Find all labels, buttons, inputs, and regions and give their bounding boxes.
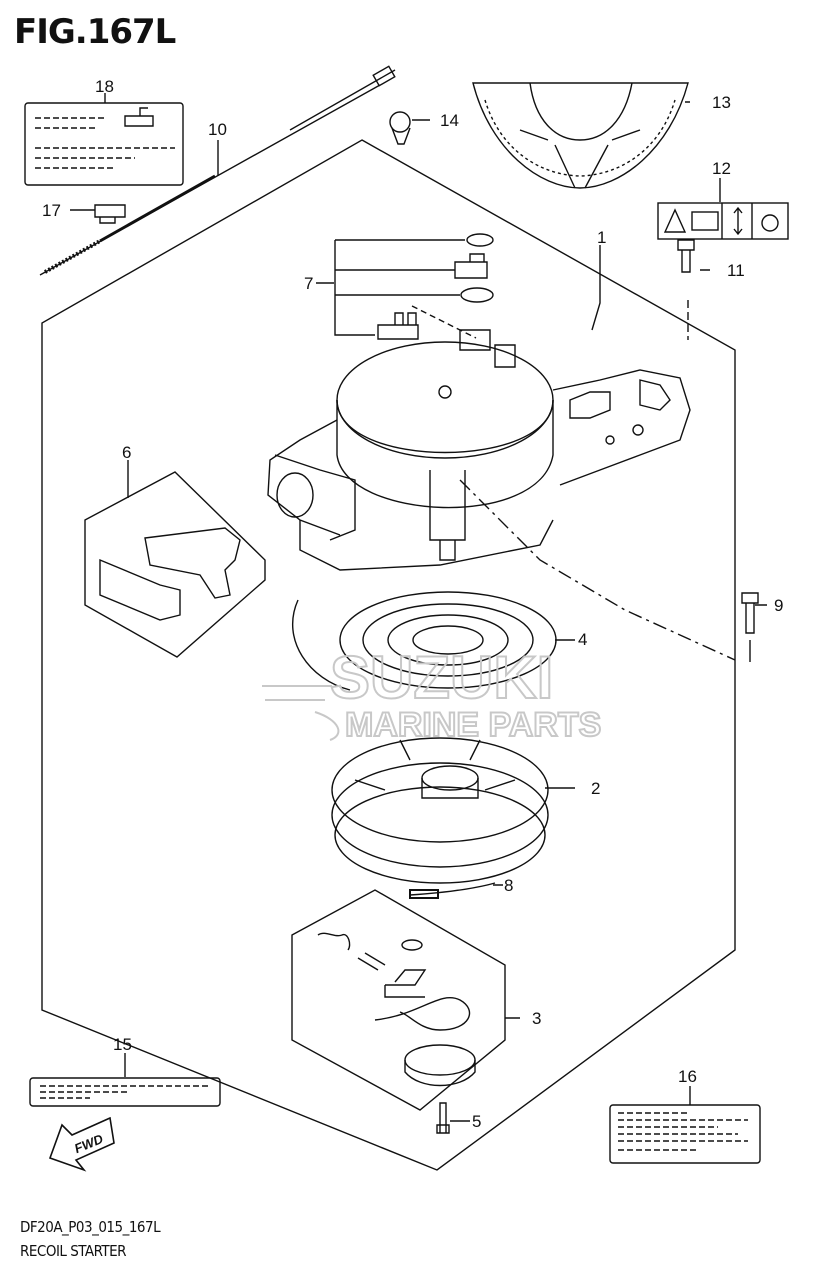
callout-15: 15: [113, 1035, 132, 1054]
recoil-cable: [39, 65, 396, 276]
handle-set-boundary: [84, 471, 266, 658]
callout-10: 10: [208, 120, 227, 139]
rubber-cover: [472, 82, 689, 189]
starter-rope: [409, 882, 496, 896]
bolt-11: [677, 239, 695, 340]
callout-17: 17: [42, 201, 61, 220]
callout-labels: 1 2 3 4 5 6 7 8 9 10 11 12 13 14 15 16 1…: [42, 77, 783, 1131]
recoil-spring: [292, 591, 557, 691]
callout-18: 18: [95, 77, 114, 96]
label-16: [609, 1104, 761, 1164]
watermark-subtitle: MARINE PARTS: [345, 706, 601, 744]
fwd-direction-arrow: FWD: [48, 1116, 115, 1172]
callout-11: 11: [727, 261, 745, 280]
starter-reel: [331, 737, 549, 884]
warning-label: [657, 202, 789, 240]
watermark-brand: SUZUKI: [330, 644, 553, 711]
ratchet-kit-parts: [317, 932, 476, 1087]
callout-12: 12: [712, 159, 731, 178]
starter-housing: [267, 329, 736, 661]
callout-1: 1: [597, 228, 606, 247]
screw-5: [436, 1102, 450, 1134]
parts-set-7: [334, 233, 494, 340]
callout-8: 8: [504, 876, 513, 895]
rope-end: [409, 889, 439, 899]
callout-3: 3: [532, 1009, 541, 1028]
callout-14: 14: [440, 111, 459, 130]
label-15: [29, 1077, 221, 1107]
callout-13: 13: [712, 93, 731, 112]
main-assembly-boundary: [41, 139, 736, 1171]
oil-label-sticker: [24, 102, 184, 186]
ratchet-kit-boundary: [291, 889, 506, 1111]
callout-4: 4: [578, 630, 587, 649]
model-code: DF20A_P03_015_167L: [20, 1218, 161, 1236]
section-name: RECOIL STARTER: [20, 1242, 127, 1260]
watermark: SUZUKI MARINE PARTS: [262, 643, 602, 745]
cable-holder: [389, 111, 411, 145]
callout-2: 2: [591, 779, 600, 798]
figure-title: FIG.167L: [14, 12, 176, 52]
callout-5: 5: [472, 1112, 481, 1131]
starter-handle: [99, 527, 241, 621]
callout-7: 7: [304, 274, 313, 293]
callout-16: 16: [678, 1067, 697, 1086]
bolt-9: [741, 592, 759, 662]
callout-9: 9: [774, 596, 783, 615]
cable-clip: [94, 204, 126, 224]
callout-6: 6: [122, 443, 131, 462]
